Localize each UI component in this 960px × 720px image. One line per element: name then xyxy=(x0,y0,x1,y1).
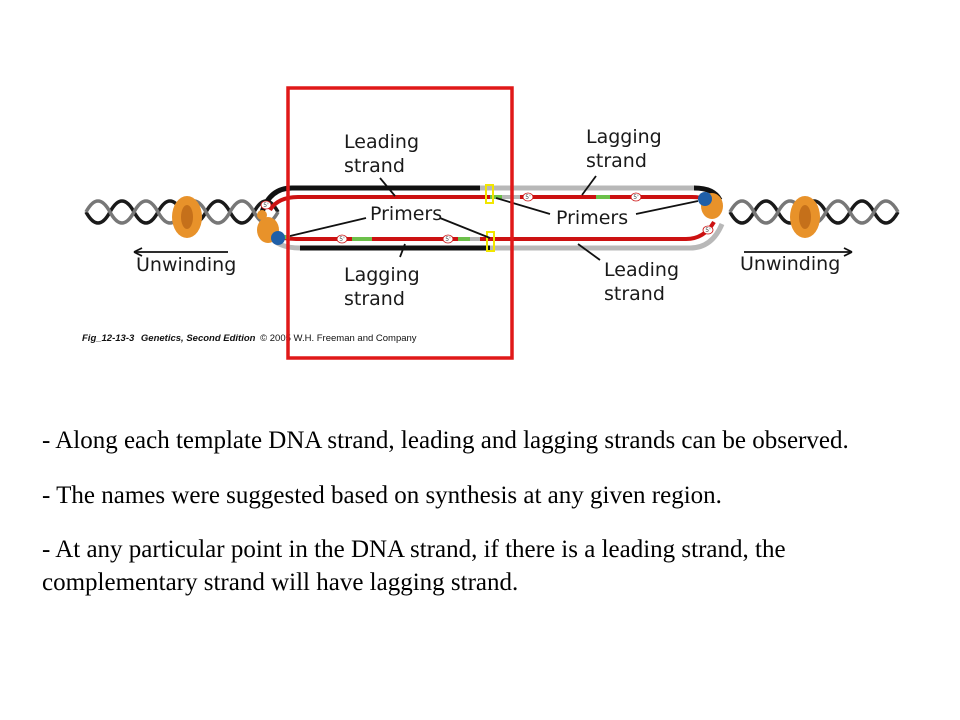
caption-book: Genetics, Second Edition xyxy=(141,333,256,344)
end-label: 5' xyxy=(705,227,711,234)
end-label: 5' xyxy=(445,236,451,243)
replication-fork-diagram: 5' 5' 5' 5' 5' 5' xyxy=(82,86,900,360)
primer-highlight-top xyxy=(485,184,494,204)
label-leading-strand-right-line1: Leading xyxy=(604,259,679,281)
end-label: 5' xyxy=(633,194,639,201)
polymerase-right xyxy=(698,192,723,219)
primer-highlight-bottom xyxy=(486,231,495,252)
end-label: 5' xyxy=(339,236,345,243)
label-lagging-strand-left-line2: strand xyxy=(344,288,405,310)
label-lagging-strand-left-line1: Lagging xyxy=(344,264,420,286)
label-primers-right: Primers xyxy=(556,207,628,229)
label-lagging-strand-right-line1: Lagging xyxy=(586,126,662,148)
template-strand-bottom xyxy=(267,222,725,251)
label-leading-strand-right-line2: strand xyxy=(604,283,665,305)
label-primers-left: Primers xyxy=(370,203,442,225)
end-label: 5' xyxy=(525,194,531,201)
label-leader-lines xyxy=(133,175,853,261)
bullet-item: - The names were suggested based on synt… xyxy=(42,481,722,509)
caption-fig-id: Fig_12-13-3 xyxy=(82,333,135,344)
highlight-box xyxy=(286,86,514,360)
figure-caption: Fig_12-13-3 Genetics, Second Edition © 2… xyxy=(82,333,417,344)
label-lagging-strand-right-line2: strand xyxy=(586,150,647,172)
template-strand-top xyxy=(259,185,723,213)
label-unwinding-right: Unwinding xyxy=(740,253,840,275)
bullet-item: - Along each template DNA strand, leadin… xyxy=(42,427,849,454)
polymerase-left xyxy=(257,210,285,245)
five-prime-markers xyxy=(260,192,714,244)
caption-credit: © 2005 W.H. Freeman and Company xyxy=(260,333,417,344)
bullet-list: - Along each template DNA strand, leadin… xyxy=(42,425,922,621)
end-label: 5' xyxy=(263,202,269,209)
label-leading-strand-left-line2: strand xyxy=(344,155,405,177)
bullet-item: - At any particular point in the DNA str… xyxy=(42,536,786,596)
label-leading-strand-left-line1: Leading xyxy=(344,131,419,153)
label-unwinding-left: Unwinding xyxy=(136,254,236,276)
